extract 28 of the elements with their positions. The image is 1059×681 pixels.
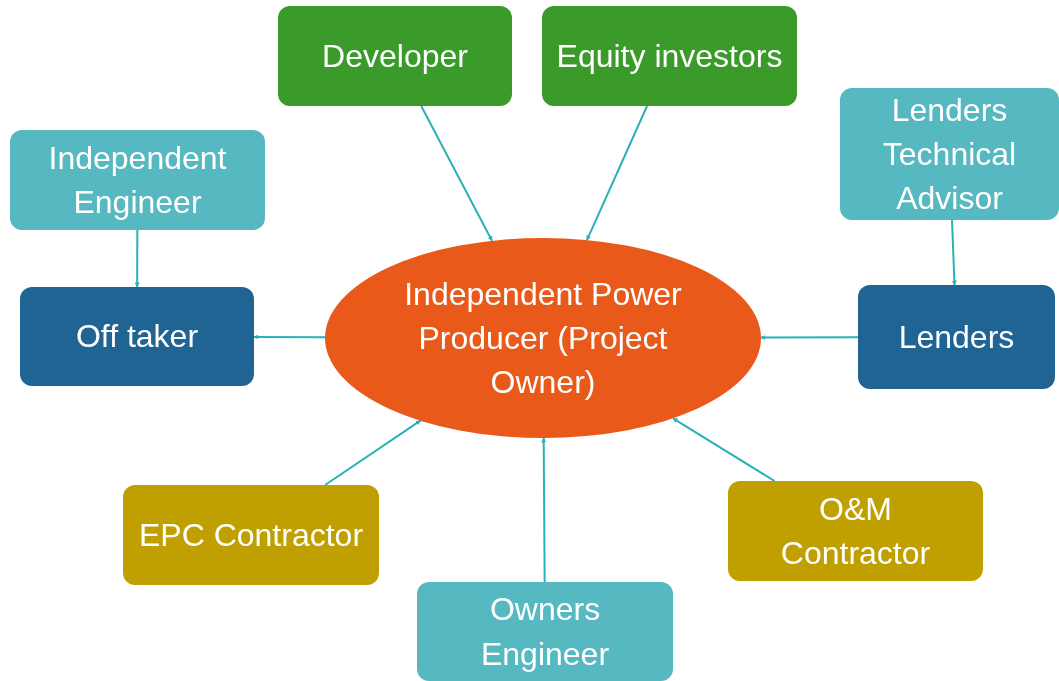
arrow: [253, 334, 326, 340]
rounded-box: [123, 485, 379, 585]
arrow: [420, 105, 493, 242]
rounded-box: [542, 6, 797, 106]
rounded-box: [417, 582, 673, 681]
node-label: Independent Engineer: [47, 138, 228, 222]
arrow: [134, 229, 140, 288]
arrow: [951, 219, 957, 286]
arrow: [541, 437, 547, 583]
rounded-box: [20, 287, 254, 386]
node-label: Lenders: [898, 317, 1015, 357]
node-label: Independent Power Producer (Project Owner): [403, 274, 683, 403]
arrow: [585, 105, 649, 242]
arrow: [760, 334, 859, 340]
node-label: Lenders Technical Advisor: [881, 90, 1018, 219]
rounded-box: [728, 481, 983, 581]
node-label: EPC Contractor: [138, 515, 364, 555]
node-label: Owners Engineer: [479, 590, 611, 674]
arrow: [672, 417, 776, 482]
node-label: Developer: [322, 36, 468, 76]
rounded-box: [10, 130, 265, 230]
node-label: Equity investors: [556, 36, 783, 76]
node-label: Off taker: [75, 317, 199, 357]
rounded-box: [278, 6, 512, 106]
rounded-box: [840, 88, 1059, 220]
node-label: O&M Contractor: [779, 489, 932, 573]
arrow: [324, 419, 422, 486]
rounded-box: [858, 285, 1055, 389]
